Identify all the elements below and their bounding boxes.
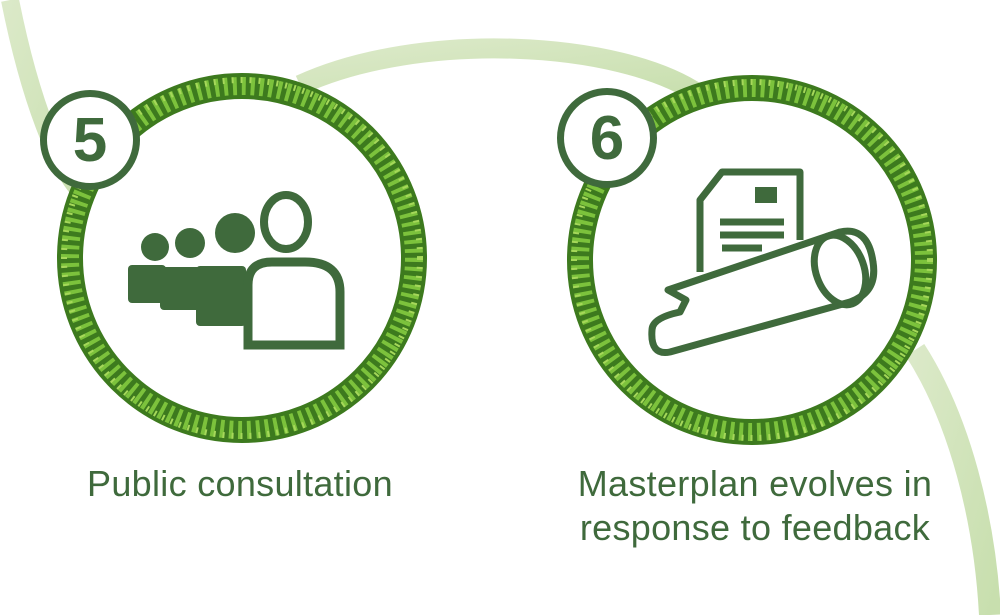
step-label-masterplan-evolves: Masterplan evolves in response to feedba…	[577, 463, 933, 548]
leaf-ring-6	[567, 75, 937, 445]
step-number-badge-5: 5	[40, 90, 140, 190]
step-label-public-consultation: Public consultation	[87, 463, 393, 504]
document-scroll-icon	[648, 168, 878, 357]
connector-curve	[295, 38, 706, 104]
step-number: 5	[72, 105, 108, 175]
people-group-icon	[128, 191, 345, 350]
connector-curve	[905, 344, 1000, 615]
step-number-badge-6: 6	[557, 88, 657, 188]
step-number: 6	[589, 103, 625, 173]
leaf-ring-5	[57, 73, 427, 443]
